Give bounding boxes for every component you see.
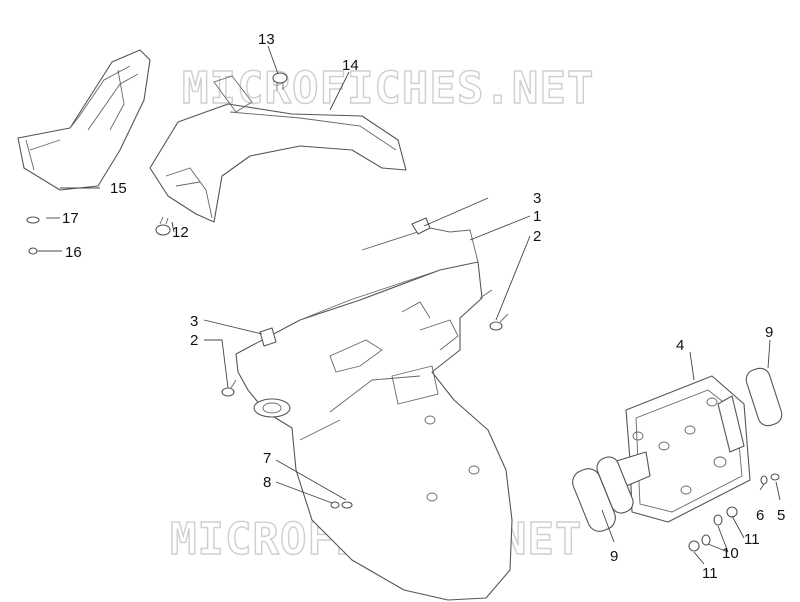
part-10-washer xyxy=(701,514,723,546)
callout-8: 8 xyxy=(263,474,271,491)
callout-16: 16 xyxy=(65,244,82,261)
callout-7: 7 xyxy=(263,450,271,467)
callout-2-left: 2 xyxy=(190,332,198,349)
part-17-washer xyxy=(26,216,40,224)
part-4-plate-bracket xyxy=(599,375,751,523)
part-7-washer xyxy=(341,501,353,509)
part-1-rear-mudguard xyxy=(235,227,513,601)
part-3-clip-upper xyxy=(411,217,431,235)
part-8-nut xyxy=(330,501,340,509)
watermark-top: MICROFICHES.NET xyxy=(182,63,594,114)
part-5-screw xyxy=(770,473,780,481)
callout-11-lower: 11 xyxy=(702,565,718,582)
callout-4: 4 xyxy=(676,337,684,354)
callout-11-upper: 11 xyxy=(744,531,760,548)
callout-10: 10 xyxy=(722,545,739,562)
callout-3-lower: 3 xyxy=(190,313,198,330)
callout-17: 17 xyxy=(62,210,79,227)
part-9-pad-left xyxy=(572,456,634,532)
part-3-clip-lower xyxy=(259,327,277,347)
callout-5: 5 xyxy=(777,507,785,524)
part-11-nut xyxy=(688,506,738,552)
callout-14: 14 xyxy=(342,57,359,74)
part-2-bolt-left xyxy=(221,379,237,397)
part-6-washer xyxy=(760,475,768,485)
callout-9-right: 9 xyxy=(765,324,773,341)
callout-2-right: 2 xyxy=(533,228,541,245)
callout-1: 1 xyxy=(533,208,541,225)
part-15-side-cover xyxy=(17,49,151,191)
callout-12: 12 xyxy=(172,224,189,241)
callout-3-upper: 3 xyxy=(533,190,541,207)
part-14-inner-mudguard xyxy=(149,75,407,223)
part-12-bolt xyxy=(155,216,171,236)
leader-lines xyxy=(38,45,781,565)
part-9-pad-right xyxy=(745,367,783,427)
callout-6: 6 xyxy=(756,507,764,524)
callout-9-left: 9 xyxy=(610,548,618,565)
part-13-bolt xyxy=(272,72,288,90)
callout-13: 13 xyxy=(258,31,275,48)
callout-15: 15 xyxy=(110,180,127,197)
part-2-bolt-right xyxy=(489,313,509,331)
